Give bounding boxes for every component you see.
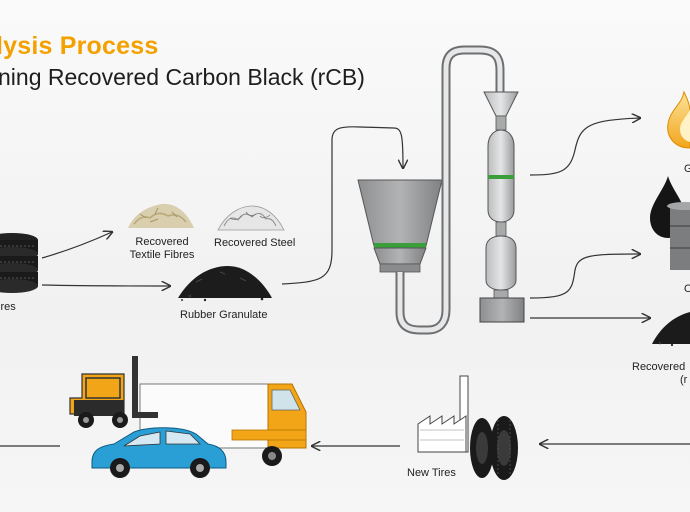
tires-input-label: ires xyxy=(0,301,16,313)
granulate-label: Rubber Granulate xyxy=(180,309,268,321)
page-subtitle: ning Recovered Carbon Black (rCB) xyxy=(0,64,365,90)
fibre-pile-icon xyxy=(128,203,194,228)
feed-pipe xyxy=(395,45,505,335)
hopper-icon xyxy=(357,179,443,273)
rcb-label: Recovered xyxy=(632,361,686,373)
textile-fibres-label: Recovered Textile Fibres xyxy=(129,236,195,261)
flow-arrows xyxy=(0,118,690,446)
steel-pile-icon xyxy=(217,205,285,231)
forklift-icon xyxy=(69,356,158,428)
reactor-icon xyxy=(479,91,525,323)
steel-label: Recovered Steel xyxy=(214,237,296,249)
factory-icon xyxy=(417,375,469,453)
car-icon xyxy=(91,427,227,478)
carbon-pile-icon xyxy=(652,312,690,347)
new-tires-icon xyxy=(470,416,518,480)
granulate-pile-icon xyxy=(178,266,272,302)
tire-stack-icon xyxy=(0,233,38,293)
new-tires-label: New Tires xyxy=(407,467,456,479)
flame-icon xyxy=(667,90,690,149)
barrel-icon xyxy=(667,202,690,270)
rcb-label-line2: (r xyxy=(680,374,688,386)
page-title: lysis Process xyxy=(0,32,159,60)
gas-label: G xyxy=(684,163,690,175)
oil-label: O xyxy=(684,283,690,295)
